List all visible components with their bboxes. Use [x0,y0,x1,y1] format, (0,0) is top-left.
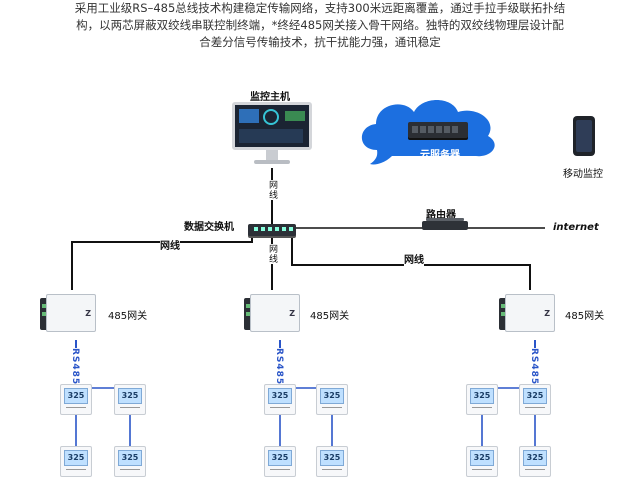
monitor-host-label: 监控主机 [250,92,290,103]
thermostat: 325 [264,446,296,477]
rs485-label-left: RS485 [70,348,80,386]
thermostat: 325 [519,446,551,477]
switch-label: 数据交换机 [184,222,234,233]
thermostat-display: 325 [320,388,344,404]
thermostat-display: 325 [118,450,142,466]
thermostat: 325 [466,446,498,477]
rs485-label-right: RS485 [529,348,539,386]
phone-icon [573,116,595,156]
thermostat: 325 [114,384,146,415]
intro-line-2: 构，以两芯屏蔽双绞线串联控制终端，*终经485网关接入骨干网络。独特的双绞线物理… [76,18,564,32]
thermostat: 325 [60,384,92,415]
thermostat-display: 325 [64,450,88,466]
gateway-center-label: 485网关 [310,311,350,322]
thermostat-display: 325 [470,388,494,404]
cloud-server-icon [408,122,468,138]
thermostat: 325 [316,446,348,477]
internet-label: internet [553,222,599,233]
switch-icon [248,224,296,236]
intro-text: 采用工业级RS–485总线技术构建稳定传输网络，支持300米远距离覆盖，通过手拉… [40,0,600,51]
monitor-icon [232,102,312,168]
gateway-left: Z [40,294,98,334]
gateway-right: Z [499,294,557,334]
gateway-right-label: 485网关 [565,311,605,322]
thermostat-display: 325 [523,388,547,404]
gateway-left-label: 485网关 [108,311,148,322]
thermostat-display: 325 [64,388,88,404]
gateway-center: Z [244,294,302,334]
router-icon [422,218,468,230]
thermostat-display: 325 [268,450,292,466]
cable-label-left: 网线 [160,237,180,252]
thermostat-display: 325 [118,388,142,404]
intro-line-1: 采用工业级RS–485总线技术构建稳定传输网络，支持300米远距离覆盖，通过手拉… [74,1,566,15]
thermostat: 325 [466,384,498,415]
intro-line-3: 合差分信号传输技术，抗干扰能力强，通讯稳定 [199,35,441,49]
cloud-server-label: 云服务器 [420,150,460,161]
cable-label-right: 网线 [404,251,424,266]
router-label: 路由器 [426,210,456,221]
thermostat: 325 [264,384,296,415]
thermostat: 325 [519,384,551,415]
thermostat-display: 325 [470,450,494,466]
thermostat-display: 325 [320,450,344,466]
thermostat: 325 [316,384,348,415]
thermostat-display: 325 [523,450,547,466]
cable-label-center: 网线 [266,244,279,264]
thermostat: 325 [114,446,146,477]
thermostat-display: 325 [268,388,292,404]
thermostat: 325 [60,446,92,477]
rs485-label-center: RS485 [274,348,284,386]
monitor-cable-label: 网线 [266,180,279,200]
mobile-label: 移动监控 [563,169,603,180]
